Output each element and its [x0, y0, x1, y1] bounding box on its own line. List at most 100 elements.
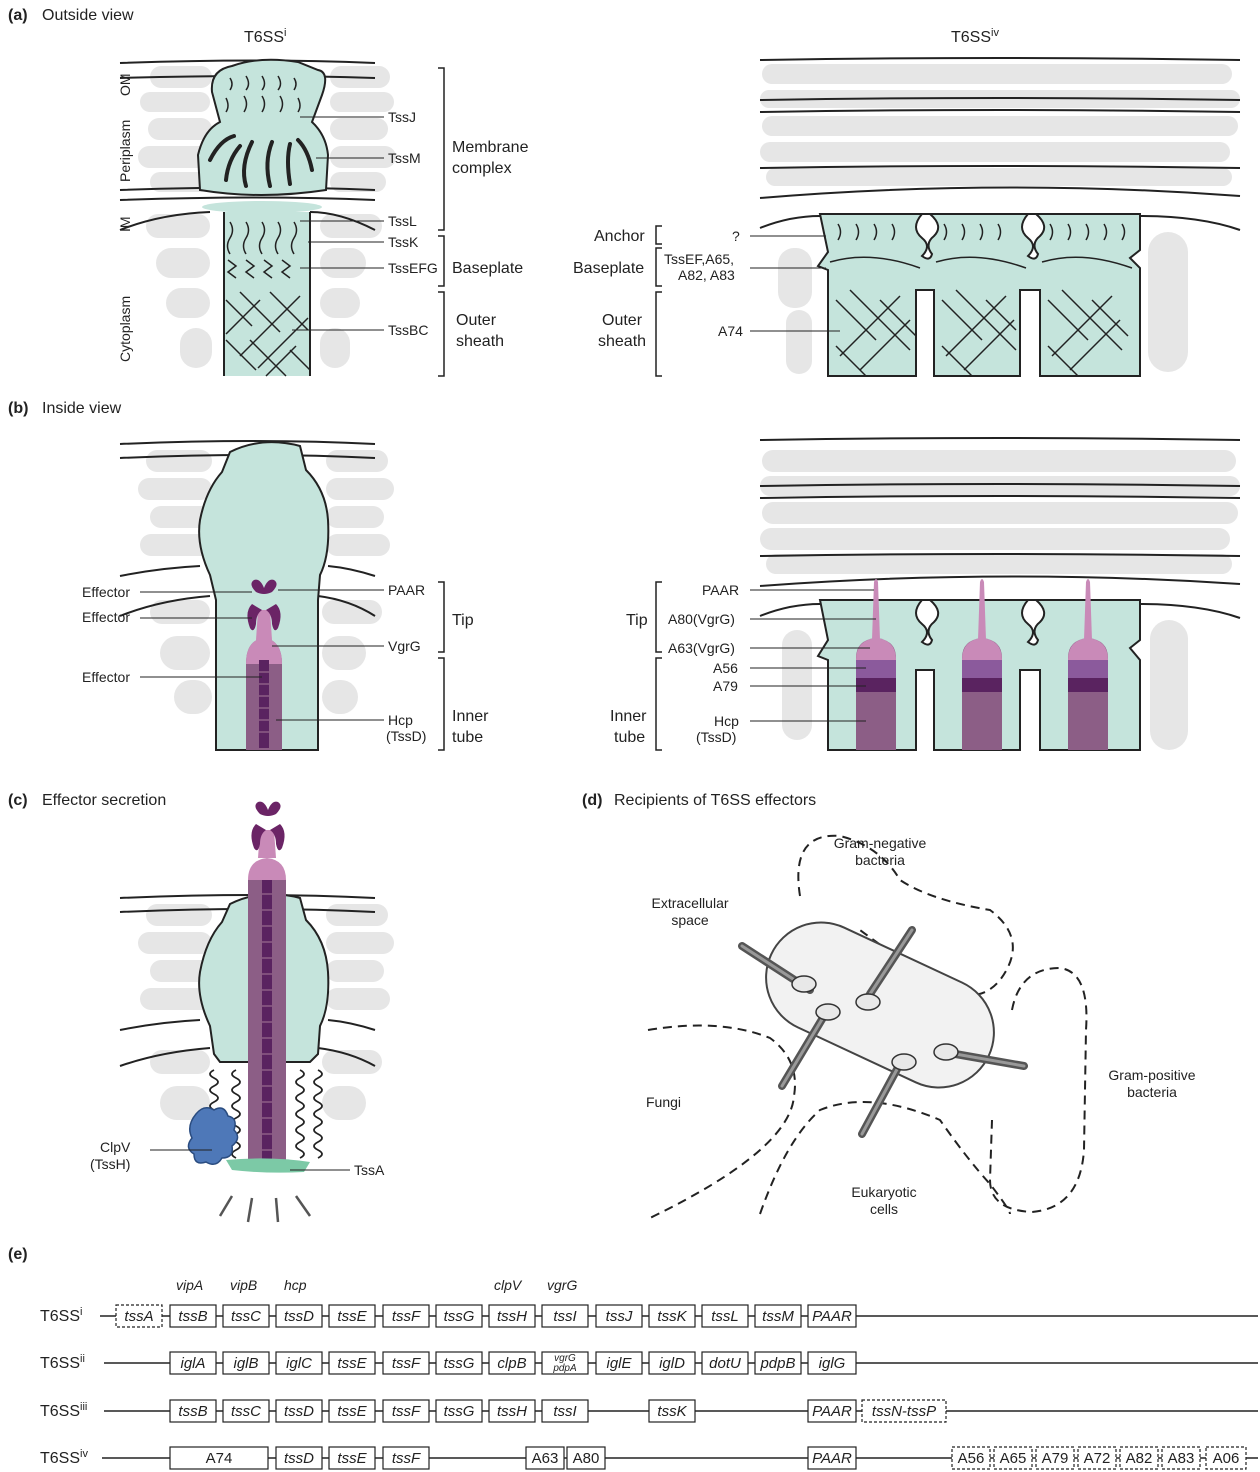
label-fungi: Fungi — [646, 1094, 681, 1110]
gene-label: tssE — [337, 1403, 367, 1420]
gene-label: dotU — [709, 1355, 741, 1372]
gene-label: iglG — [819, 1355, 846, 1372]
gene-label: tssG — [444, 1308, 475, 1325]
label-gram-positive-2: bacteria — [1127, 1084, 1177, 1100]
label-clpv: ClpV — [100, 1139, 131, 1155]
panel-c-title: Effector secretion — [42, 792, 166, 809]
label-effector-3: Effector — [82, 669, 130, 685]
gene-label: iglD — [659, 1355, 685, 1372]
label-eukaryotic-1: Eukaryotic — [851, 1184, 916, 1200]
gene-label: iglA — [180, 1355, 205, 1372]
label-gram-negative-1: Gram-negative — [834, 835, 927, 851]
gene-label: tssE — [337, 1355, 367, 1372]
gene-label: tssK — [657, 1308, 687, 1325]
gene-label: A82 — [1126, 1450, 1153, 1467]
gene-label: tssM — [762, 1308, 794, 1325]
label-effector-2: Effector — [82, 609, 130, 625]
gene-label: A63 — [532, 1450, 559, 1467]
layer-om: OM — [117, 73, 133, 96]
group-anchor: Anchor — [594, 228, 645, 245]
label-eukaryotic-2: cells — [870, 1201, 898, 1217]
panel-a-letter: (a) — [8, 7, 28, 24]
label-tssm: TssM — [388, 150, 421, 166]
gene-label: clpB — [497, 1355, 526, 1372]
brackets-b-left — [438, 582, 444, 750]
layer-periplasm: Periplasm — [117, 120, 133, 182]
gene-label: tssF — [392, 1450, 421, 1467]
panel-e: (e) vipA vipB hcp clpV vgrG T6SSitssAtss… — [8, 1246, 1258, 1469]
gene-label: tssH — [497, 1403, 527, 1420]
label-paar-right: PAAR — [702, 582, 739, 598]
brackets-a-left — [438, 68, 444, 376]
gene-label: A72 — [1084, 1450, 1111, 1467]
group-baseplate-right: Baseplate — [573, 260, 644, 277]
label-tssbc: TssBC — [388, 322, 428, 338]
panel-b-title: Inside view — [42, 400, 122, 417]
panel-d-title: Recipients of T6SS effectors — [614, 792, 816, 809]
gene-label: tssF — [392, 1308, 421, 1325]
gene-label: iglE — [606, 1355, 632, 1372]
panel-d: (d) Recipients of T6SS effectors Gram-ne… — [582, 792, 1196, 1218]
ejected-tube-c — [248, 802, 286, 1160]
group-outer-sheath-2: sheath — [456, 333, 504, 350]
brackets-a-right — [656, 226, 662, 376]
annot-hcp: hcp — [284, 1277, 307, 1293]
gene-label: tssC — [231, 1308, 261, 1325]
label-tssd-right: (TssD) — [696, 729, 736, 745]
group-membrane-complex-1: Membrane — [452, 139, 529, 156]
annot-vgrg: vgrG — [547, 1277, 577, 1293]
gene-label: A06 — [1213, 1450, 1240, 1467]
gene-label: tssD — [284, 1403, 314, 1420]
brackets-b-right — [656, 582, 662, 750]
gene-label: tssC — [231, 1403, 261, 1420]
label-a80-vgrg: A80(VgrG) — [668, 611, 735, 627]
group-outer-sheath-1: Outer — [456, 312, 497, 329]
t6ss-iv-heading: T6SSiv — [951, 27, 999, 46]
group-outer-sheath-right-2: sheath — [598, 333, 646, 350]
label-effector-1: Effector — [82, 584, 130, 600]
gene-label: PAAR — [812, 1403, 852, 1420]
group-inner-tube-right-2: tube — [614, 729, 645, 746]
gene-label: tssN-tssP — [872, 1403, 936, 1420]
gene-label: tssE — [337, 1450, 367, 1467]
gene-label: pdpA — [552, 1363, 577, 1374]
label-vgrg-left: VgrG — [388, 638, 421, 654]
group-inner-tube-right-1: Inner — [610, 708, 647, 725]
panel-b-letter: (b) — [8, 400, 28, 417]
gene-label: A83 — [1168, 1450, 1195, 1467]
label-tssefg: TssEFG — [388, 260, 438, 276]
t6ss-i-heading: T6SSi — [244, 27, 286, 46]
label-tssef-a65: TssEF,A65, — [664, 251, 734, 267]
gene-label: tssB — [178, 1308, 207, 1325]
label-paar-left: PAAR — [388, 582, 425, 598]
panel-a: (a) Outside view T6SSi T6SSiv — [8, 7, 1240, 376]
gene-label: tssI — [553, 1308, 576, 1325]
row-label: T6SSiv — [40, 1448, 88, 1467]
gene-label: tssF — [392, 1403, 421, 1420]
panel-e-letter: (e) — [8, 1246, 28, 1263]
group-tip-left: Tip — [452, 612, 474, 629]
gene-cluster-rows: T6SSitssAtssBtssCtssDtssEtssFtssGtssHtss… — [40, 1305, 1258, 1469]
gene-label: tssE — [337, 1308, 367, 1325]
layer-cytoplasm: Cytoplasm — [117, 296, 133, 362]
panel-a-title: Outside view — [42, 7, 134, 24]
gene-label: tssD — [284, 1450, 314, 1467]
gene-label: A80 — [573, 1450, 600, 1467]
layer-im: IM — [117, 216, 133, 232]
group-outer-sheath-right-1: Outer — [602, 312, 643, 329]
gene-label: tssG — [444, 1403, 475, 1420]
gene-label: PAAR — [812, 1450, 852, 1467]
label-hcp-left: Hcp — [388, 712, 413, 728]
panel-c-letter: (c) — [8, 792, 28, 809]
annot-vipb: vipB — [230, 1277, 257, 1293]
gene-label: A74 — [206, 1450, 233, 1467]
t6ss-iv-complex — [818, 214, 1140, 376]
label-tssd-left: (TssD) — [386, 728, 426, 744]
label-a82-a83: A82, A83 — [678, 267, 735, 283]
gene-label: tssI — [553, 1403, 576, 1420]
gene-label: A56 — [958, 1450, 985, 1467]
label-a63-vgrg: A63(VgrG) — [668, 640, 735, 656]
label-a56: A56 — [713, 660, 738, 676]
row-label: T6SSii — [40, 1353, 85, 1372]
